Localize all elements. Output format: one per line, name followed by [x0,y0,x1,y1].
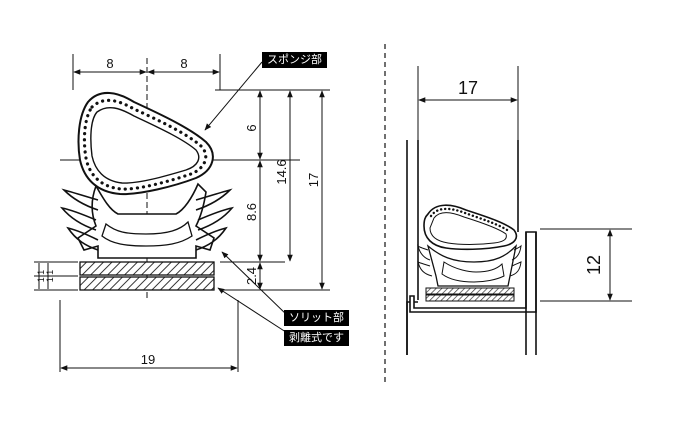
dim-v-6: 6 [244,124,259,131]
dim-top-left: 8 [106,56,113,71]
leader-release [217,287,293,337]
leader-sponge [204,61,263,131]
r-sponge-bulb-inner [429,212,507,245]
r-fin-right-1 [511,244,522,261]
r-inner-channel [441,261,505,283]
fin-right-3 [195,226,228,251]
dim-v-2-4: 2.4 [244,267,259,285]
dim-v-17: 17 [306,173,321,187]
sponge-texture [82,98,208,191]
label-release: 剥離式です [284,330,349,346]
fin-right-1 [195,188,233,211]
fin-left-1 [61,188,99,211]
r-fin-right-2 [509,261,522,277]
inner-channel [101,220,193,247]
adhesive-layer-bottom [79,276,215,291]
r-sponge-texture [429,207,512,234]
leader-solid [221,251,289,317]
dim-small-2: 1.1 [45,270,55,283]
adhesive-layer-top [79,261,215,276]
r-fin-left-2 [417,261,433,277]
dim-v-14-6: 14.6 [274,159,289,184]
label-sponge: スポンジ部 [262,52,327,68]
dim-r-height: 12 [584,255,604,275]
r-adhesive-bottom [425,294,515,302]
fin-right-2 [197,206,235,231]
solid-body [76,182,215,259]
fin-left-2 [59,206,97,231]
dim-top-right: 8 [180,56,187,71]
label-solid: ソリット部 [284,310,349,326]
sponge-bulb-inner [90,106,200,184]
fin-left-3 [66,226,99,251]
right-installed-view: 17 12 [406,66,632,355]
dim-bottom: 19 [141,352,155,367]
dim-r-width: 17 [458,78,478,98]
left-cross-section: 8 8 6 8.6 2.4 14.6 17 1.1 1.1 19 [34,54,330,372]
r-adhesive-top [425,287,515,295]
r-fin-left-1 [417,244,431,261]
dim-small-1: 1.1 [36,270,46,283]
dim-v-8-6: 8.6 [244,203,259,221]
